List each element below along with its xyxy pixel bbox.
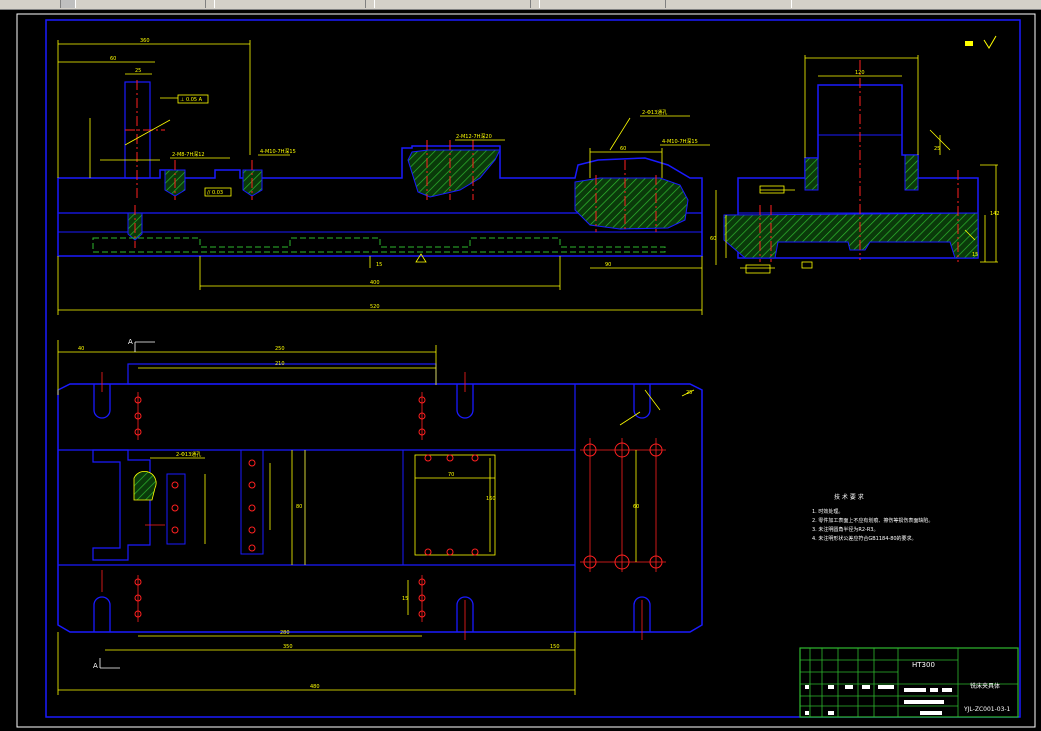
top-rail [127,363,437,385]
dim-text-len: 400 [370,280,380,286]
dim-text: 40 [78,346,84,352]
dim-text: 25 [135,68,141,74]
toolbar-separator [530,0,540,8]
top-view: 250 210 40 480 350 150 280 80 60 160 70 … [57,338,703,695]
dim-text: 120 [855,70,865,76]
tolerance-text-2: // 0.03 [207,190,223,196]
cad-drawing-canvas[interactable]: ⊥ 0.05 A // 0.03 2-M8-7H深12 4-M10-7H深15 … [0,9,1041,731]
tolerance-frame [759,185,785,194]
dim-text: 15 [402,596,408,602]
tech-title: 技 术 要 求 [834,493,864,501]
dim-text: 25 [934,146,940,152]
tolerance-frame [801,261,813,269]
thread-note-6: 2-Φ13通孔 [176,451,201,458]
dim-text: 280 [280,630,290,636]
dim-text: 25 [686,390,692,396]
dim-text: 60 [620,146,626,152]
tolerance-frame [204,187,232,197]
thread-note-5: 4-M10-7H深15 [662,138,698,145]
tech-note-2: 2. 零件加工表面上不应有划痕、擦伤等损伤表面缺陷。 [812,517,933,524]
section-hatch-middle [407,149,501,198]
clamp-hole-section [133,471,157,501]
dim-text: 15 [376,262,382,268]
title-block: HT300 铣床夹具体 YJL-ZC001-03-1 [799,647,1019,718]
dim-text: 80 [296,504,302,510]
tolerance-frame [745,264,771,274]
side-section-hatch [723,212,979,259]
tolerance-frame [177,94,209,104]
tolerance-text-1: ⊥ 0.05 A [180,97,203,103]
material-text: HT300 [912,661,935,669]
dim-text: 60 [633,504,639,510]
toolbar-separator [365,0,375,8]
drawing-frame [45,19,1021,718]
dim-text-total: 520 [370,304,380,310]
dim-text: 210 [275,361,285,367]
dim-text: 70 [448,472,454,478]
clamp-block [92,449,151,561]
tech-note-4: 4. 未注明形状公差应符合GB1184-80的要求。 [812,535,917,542]
top-body-outline [57,383,703,633]
toolbar-separator [205,0,215,8]
dim-text: 60 [710,236,716,242]
dim-text: 150 [550,644,560,650]
thread-note-4: 2-Φ13通孔 [642,109,667,116]
section-label-a: A [128,338,133,346]
toolbar-dropdown[interactable] [665,0,792,8]
tech-note-1: 1. 时效处理。 [812,508,843,515]
outer-border [16,13,1036,728]
part-name-text: 铣床夹具体 [970,682,1000,690]
roughness-symbol [965,35,997,49]
dim-text-top: 360 [140,38,150,44]
dim-text: 350 [283,644,293,650]
dim-text: 250 [275,346,285,352]
side-hole-section [904,154,919,191]
side-hole-section [804,157,819,191]
side-view: 120 142 25 60 15 [710,55,1000,274]
thread-note-1: 2-M8-7H深12 [172,151,205,158]
hidden-slot-row [92,237,666,253]
thread-note-2: 4-M10-7H深15 [260,148,296,155]
section-hatch-right [574,177,689,230]
dim-text: 160 [486,496,496,502]
dim-text: 90 [605,262,611,268]
tech-note-3: 3. 未注明圆角半径为R2-R3。 [812,526,878,533]
drawing-number-text: YJL-ZC001-03-1 [963,706,1011,713]
thread-note-3: 2-M12-7H深20 [456,133,492,140]
dim-text: 480 [310,684,320,690]
front-view: ⊥ 0.05 A // 0.03 2-M8-7H深12 4-M10-7H深15 … [57,38,710,315]
datum-triangle [415,253,427,263]
dim-text: 60 [110,56,116,62]
section-label-a: A [93,662,98,670]
dim-text: 142 [990,211,1000,217]
toolbar-button[interactable] [60,0,76,8]
dim-text: 15 [972,252,978,258]
window-toolbar-strip [0,0,1041,10]
technical-requirements: 技 术 要 求 1. 时效处理。 2. 零件加工表面上不应有划痕、擦伤等损伤表面… [812,493,933,542]
